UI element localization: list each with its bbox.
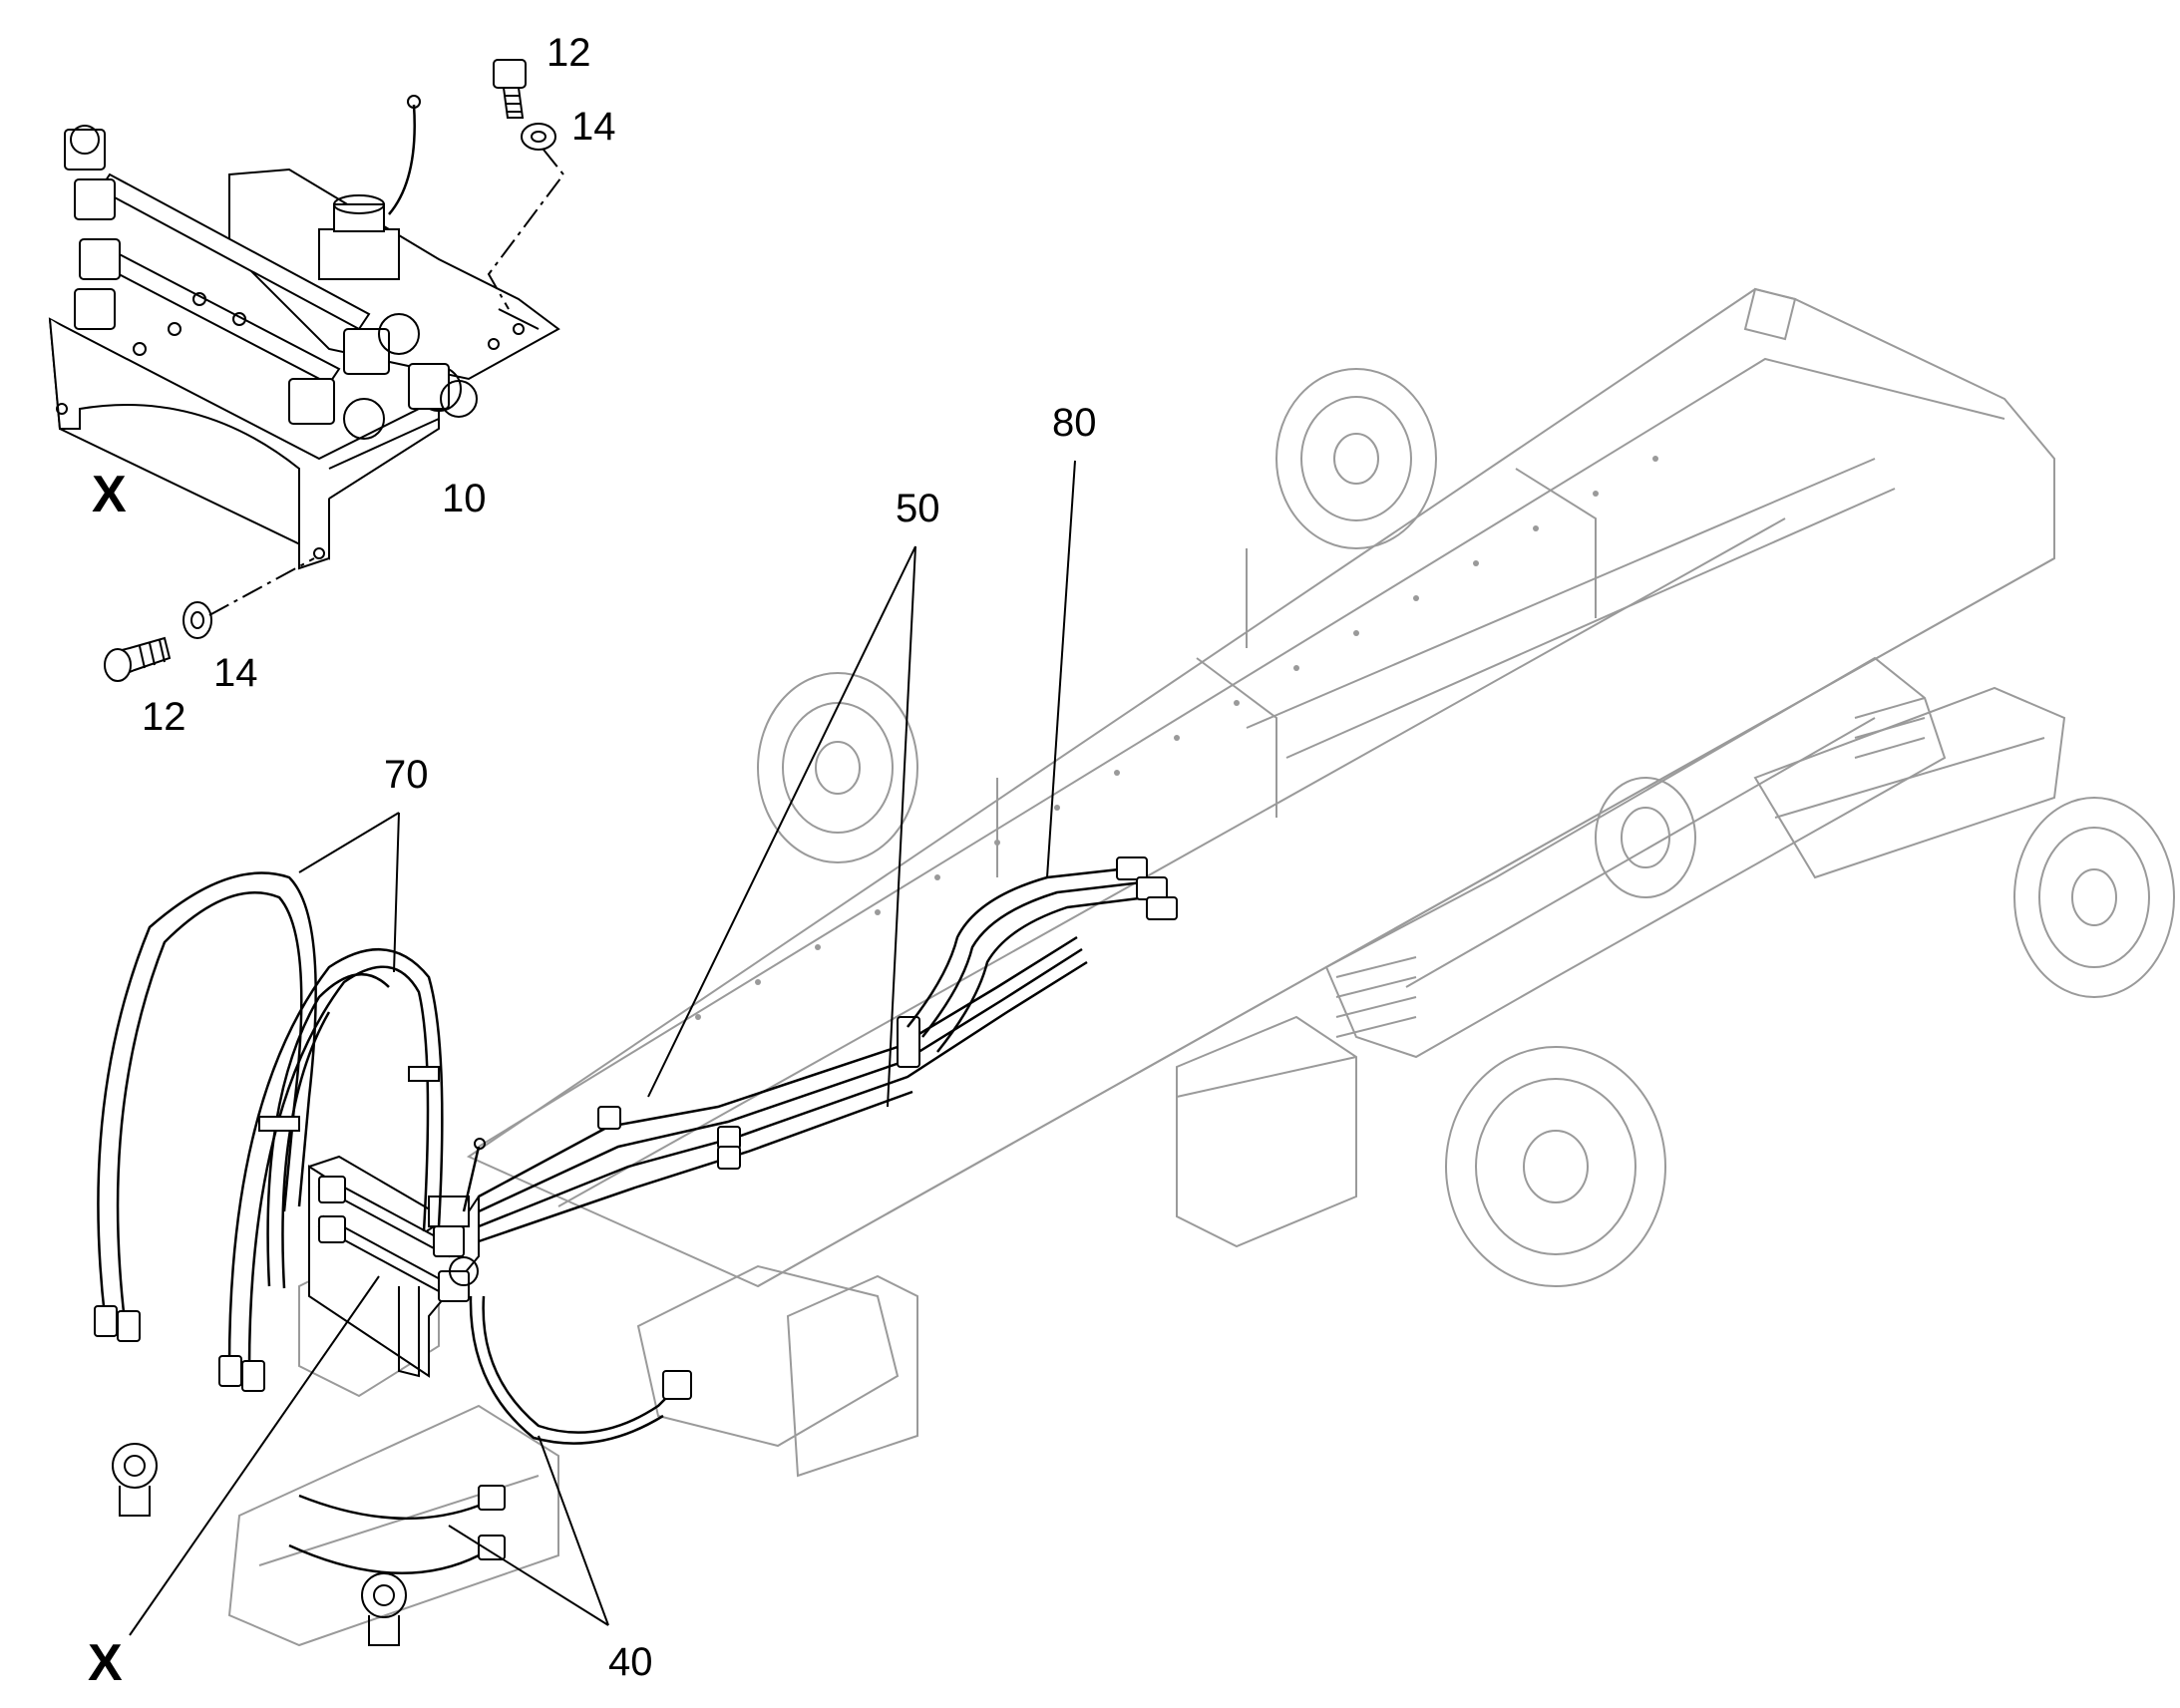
wheel-rear-front (1445, 1046, 1666, 1287)
wheel-mid-left (757, 672, 918, 863)
bolt-12-top (493, 59, 527, 119)
callout-50: 50 (896, 487, 940, 530)
washer-14-top (521, 123, 556, 151)
hose-set-80 (907, 856, 1178, 1053)
leader-lines (129, 460, 1076, 1636)
callout-40: 40 (608, 1640, 653, 1684)
valve-block-detail (48, 95, 560, 570)
callout-12-top: 12 (546, 31, 591, 75)
callout-70: 70 (384, 753, 429, 797)
hose-set-40 (288, 1295, 692, 1574)
callout-80: 80 (1052, 401, 1097, 445)
callout-10: 10 (442, 477, 487, 520)
bogie-hub (1595, 777, 1696, 898)
view-label-main: X (88, 1634, 123, 1692)
callout-14-bottom: 14 (213, 651, 258, 695)
frame-bolts (695, 456, 1658, 1020)
wheel-front-left (1275, 368, 1437, 549)
callout-12-bottom: 12 (142, 695, 186, 739)
hose-set-50 (478, 935, 1088, 1243)
valve-block-main (308, 1138, 486, 1378)
suspension-spring (1335, 697, 1926, 1038)
chassis-frame (227, 287, 2066, 1647)
bolt-12-bottom (104, 636, 172, 682)
callout-14-top: 14 (571, 105, 616, 149)
hose-set-70 (94, 871, 444, 1392)
callout-labels: 12 14 10 14 12 80 50 70 40 X X (88, 31, 1097, 1692)
wheel-rear-right (2013, 797, 2175, 998)
view-label-detail: X (92, 466, 127, 523)
front-ball-joints (112, 1443, 407, 1646)
washer-14-bottom (182, 601, 212, 639)
